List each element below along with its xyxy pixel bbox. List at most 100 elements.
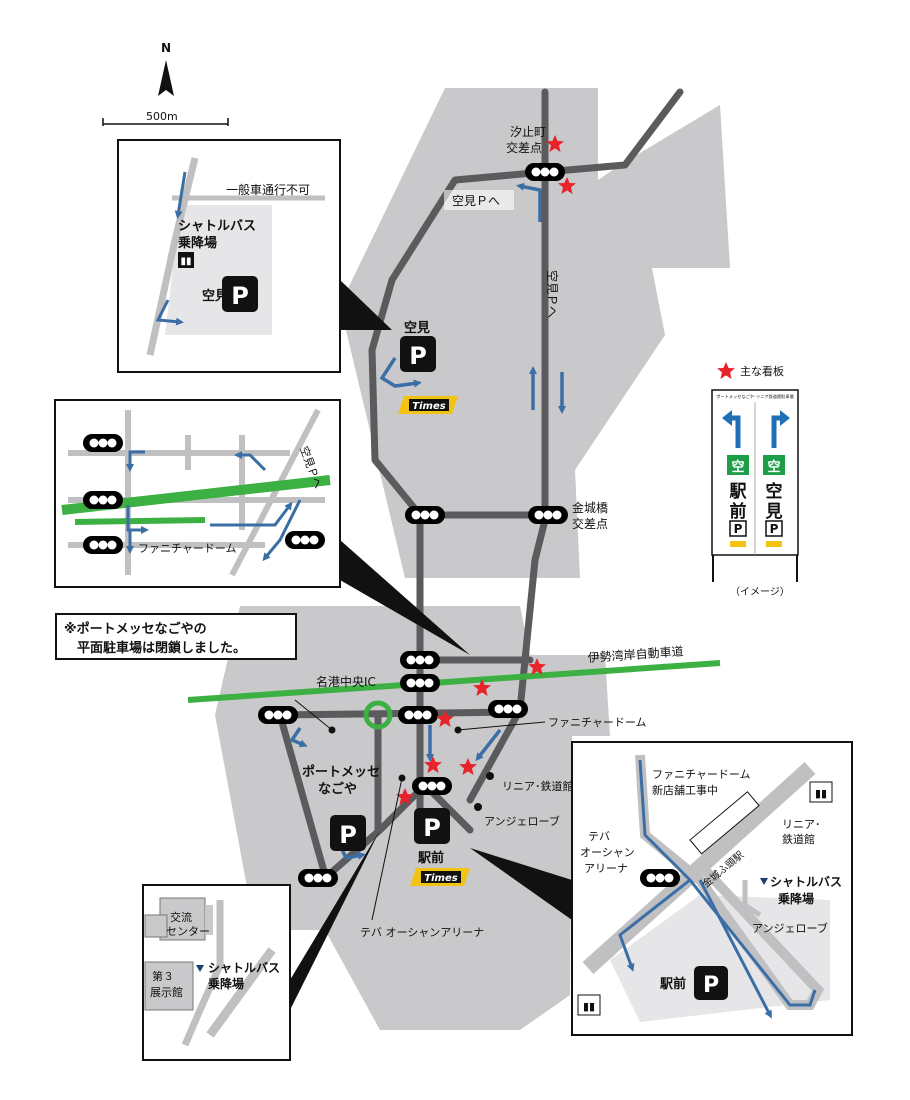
inset4-linear-2: 鉄道館 [782, 832, 815, 846]
signal-cross-1 [400, 651, 440, 669]
label-isewangan: 伊勢湾岸自動車道 [587, 643, 684, 665]
callout-pointer-4 [470, 848, 572, 920]
label-sorami: 空見 [404, 320, 430, 336]
label-linear: リニア･鉄道館 [502, 779, 574, 793]
notice-line-1: ※ポートメッセなごやの [64, 621, 207, 637]
svg-text:▮▮: ▮▮ [180, 256, 191, 267]
signal-east [488, 700, 528, 718]
inset1-shuttle-2: 乗降場 [177, 235, 217, 251]
callout-pointer-3 [290, 830, 380, 1010]
interchange-ring [363, 700, 393, 730]
route-arrow-ekimae-2 [475, 728, 502, 762]
route-arrow-sorami-p [379, 357, 422, 388]
svg-text:P: P [423, 814, 441, 842]
notice-line-2: 平面駐車場は閉鎖しました。 [64, 640, 246, 656]
label-shiodome-2: 交差点 [506, 140, 542, 155]
route-arrow-west [289, 727, 308, 748]
inset4-restroom-icon-top [809, 781, 833, 803]
svg-text:駅: 駅 [729, 482, 748, 502]
inset3-hall3-2: 展示館 [150, 985, 183, 999]
inset-sorami-parking: 一般車通行不可 シャトルバス 乗降場 ▮▮ 空見 P [117, 139, 341, 373]
inset-kinjofuto-station: 金城ふ頭駅 ▮▮ ▮▮ ファニチャードーム 新店舗工事中 リニア･ 鉄道館 テバ… [571, 741, 853, 1036]
svg-text:P: P [770, 522, 779, 536]
signal-ic [400, 674, 440, 692]
callout-pointer-2 [340, 540, 470, 655]
inset3-koryu-1: 交流 [170, 910, 192, 924]
signal-station [412, 777, 452, 795]
leader-lines [294, 699, 546, 921]
inset-shuttle-hall3: 交流 センター 第３ 展示館 シャトルバス 乗降場 [142, 884, 291, 1061]
route-arrow-sorami-turn [516, 182, 542, 222]
parking-port-messe: P [330, 815, 366, 851]
svg-text:▮▮: ▮▮ [583, 1000, 595, 1013]
svg-text:前: 前 [730, 501, 747, 522]
signboard-legend: 主な看板 ポートメッセなごや･リニア鉄道館駐車場 空 空 駅 前 空 見 P P… [711, 362, 799, 598]
legend-right-badge: 空 [767, 459, 780, 475]
inset4-linear-1: リニア･ [782, 818, 821, 831]
svg-text:▮▮: ▮▮ [815, 787, 827, 800]
road-cross-2 [271, 708, 524, 719]
svg-text:N: N [161, 41, 171, 55]
inset1-restroom-icon [178, 252, 194, 268]
label-meiko-ic: 名港中央IC [316, 674, 376, 689]
north-compass: N [158, 41, 174, 96]
inset1-sorami: 空見 [202, 288, 228, 304]
signal-shiodome [525, 163, 565, 181]
signal-kinjo-west [405, 506, 445, 524]
road-main-north-south [466, 88, 549, 804]
svg-text:P: P [339, 821, 357, 849]
inset3-koryu-2: センター [166, 925, 210, 938]
signal-west [258, 706, 298, 724]
svg-text:見: 見 [765, 502, 783, 522]
expressway-isewangan [187, 660, 721, 703]
inset3-shuttle-1: シャトルバス [208, 961, 280, 975]
road-station-diagonal [426, 786, 474, 834]
signal-kinjo [528, 506, 568, 524]
inset4-teba-1: テバ [588, 830, 610, 843]
inset4-ekimae: 駅前 [659, 976, 686, 992]
inset2-furniture-dome: ファニチャードーム [138, 542, 237, 555]
inset-furniture-dome: ファニチャードーム 空見Ｐへ [54, 399, 341, 588]
inset4-shuttle-1: シャトルバス [770, 875, 842, 889]
inset1-shuttle-1: シャトルバス [178, 219, 256, 234]
inset4-teba-3: アリーナ [584, 862, 628, 875]
legend-sign-header: ポートメッセなごや･リニア鉄道館駐車場 [716, 393, 794, 400]
parking-sorami: P [400, 336, 436, 372]
parking-ekimae: P [414, 808, 450, 844]
label-sorami-p-vertical: 空見Ｐへ [545, 270, 559, 318]
svg-text:P: P [703, 973, 719, 998]
label-port-messe-2: なごや [318, 781, 357, 797]
road-west-lower [276, 711, 329, 879]
inset4-teba-2: オーシャン [580, 846, 635, 859]
svg-text:500m: 500m [146, 110, 178, 123]
label-furniture-dome: ファニチャードーム [548, 716, 647, 729]
scale-bar: 500m [102, 110, 229, 126]
label-shiodome-1: 汐止町 [510, 124, 546, 139]
label-ekimae: 駅前 [417, 850, 444, 866]
svg-text:P: P [231, 282, 249, 310]
signal-center [398, 706, 438, 724]
callout-pointer-1 [340, 280, 392, 330]
signal-southwest [298, 869, 338, 887]
inset4-fd-2: 新店舗工事中 [652, 783, 718, 797]
legend-left-badge: 空 [731, 459, 744, 475]
road-east-northbranch [541, 88, 684, 176]
inset4-fd-1: ファニチャードーム [652, 768, 751, 781]
legend-title: 主な看板 [740, 364, 784, 378]
svg-text:Times: Times [424, 873, 457, 884]
dot-linear [486, 772, 494, 780]
inset3-hall3-1: 第３ [152, 969, 174, 983]
route-arrows [289, 182, 566, 860]
road-network [271, 88, 684, 882]
land-north [340, 88, 730, 578]
dot-angelob [474, 803, 482, 811]
times-logo-ekimae: Times [410, 868, 470, 886]
label-teba: テバ オーシャンアリーナ [360, 926, 484, 939]
times-logo-sorami: Times [398, 396, 458, 414]
inset4-shuttle-2: 乗降場 [778, 891, 814, 906]
inset3-shuttle-2: 乗降場 [208, 976, 244, 991]
legend-caption: （イメージ） [730, 586, 790, 598]
svg-text:P: P [734, 522, 743, 536]
road-sorami-loop [368, 168, 549, 519]
